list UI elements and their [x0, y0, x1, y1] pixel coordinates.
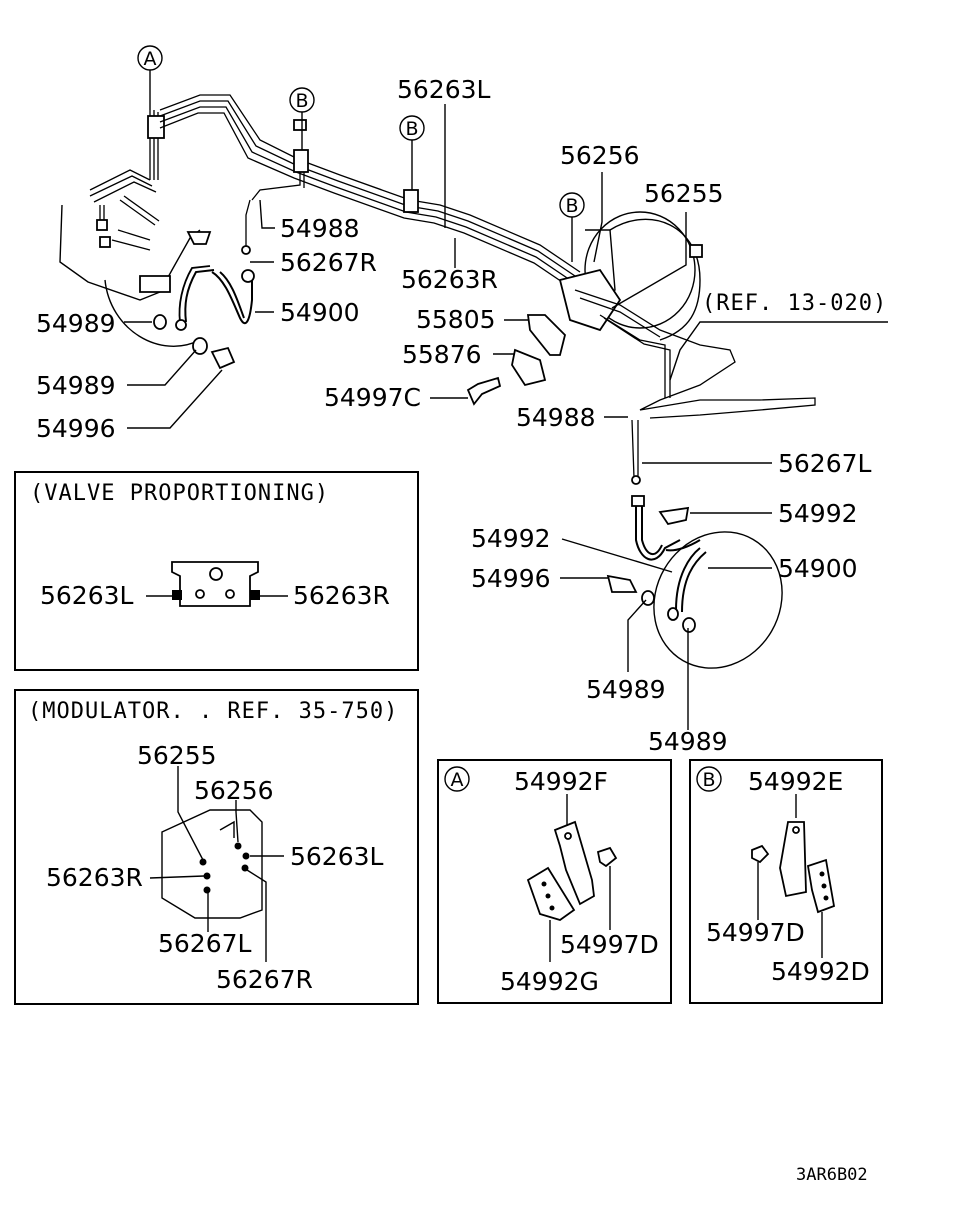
detail-box-a: A 54992F 54997D 54992G	[437, 759, 672, 1004]
mod-label-56255: 56255	[137, 741, 217, 770]
mod-label-56267R: 56267R	[216, 965, 313, 994]
callout-a-top: A	[137, 45, 163, 110]
label-54992-mid: 54992	[471, 524, 551, 553]
detail-box-b: B 54992E 54997D 54992D	[689, 759, 883, 1004]
valve-box-title: (VALVE PROPORTIONING)	[30, 481, 329, 506]
callout-b-text: B	[405, 118, 418, 140]
label-56267R: 56267R	[280, 248, 377, 277]
callout-b-text: B	[295, 90, 308, 112]
box-b-callout-text: B	[702, 769, 715, 791]
label-56256: 56256	[560, 141, 640, 170]
box-a-callout-text: A	[451, 769, 464, 791]
valve-proportioning-box: (VALVE PROPORTIONING) 56263L 56263R	[14, 471, 419, 671]
label-55805: 55805	[416, 305, 496, 334]
label-54992-right: 54992	[778, 499, 858, 528]
hose-right	[606, 419, 783, 669]
left-master-cylinder-area	[59, 110, 212, 347]
label-54989-a: 54989	[36, 309, 116, 338]
callout-b-2: B	[399, 115, 425, 190]
label-56263L-top: 56263L	[397, 75, 491, 104]
label-55876: 55876	[402, 340, 482, 369]
valve-label-56263L: 56263L	[40, 581, 134, 610]
leader-lines	[124, 104, 888, 730]
callout-b-1: B	[289, 87, 315, 150]
label-54988-left: 54988	[280, 214, 360, 243]
box-b-label-54992E: 54992E	[748, 767, 843, 796]
callout-b-3: B	[559, 192, 585, 262]
modulator-unit-drawing	[466, 211, 816, 419]
box-a-label-54992G: 54992G	[500, 967, 599, 996]
label-54996-left: 54996	[36, 414, 116, 443]
label-54989-b: 54989	[36, 371, 116, 400]
label-54989-d: 54989	[648, 727, 728, 756]
box-b-label-54997D: 54997D	[706, 918, 805, 947]
label-54989-c: 54989	[586, 675, 666, 704]
label-56255: 56255	[644, 179, 724, 208]
modulator-box-title: (MODULATOR. . REF. 35-750)	[28, 699, 398, 724]
mod-label-56256: 56256	[194, 776, 274, 805]
modulator-box: (MODULATOR. . REF. 35-750) 56255 56256 5…	[14, 689, 419, 1005]
drawing-code: 3AR6B02	[796, 1165, 868, 1185]
label-54900-right: 54900	[778, 554, 858, 583]
brake-pipes-upper	[159, 94, 581, 291]
label-54900-left: 54900	[280, 298, 360, 327]
main-part-labels: 56263L 56256 56255 54988 56267R 56263R 5…	[36, 75, 887, 756]
label-56267L: 56267L	[778, 449, 872, 478]
box-b-label-54992D: 54992D	[771, 957, 870, 986]
callout-b-text: B	[565, 195, 578, 217]
box-a-label-54992F: 54992F	[514, 767, 608, 796]
label-54997C: 54997C	[324, 383, 421, 412]
box-a-label-54997D: 54997D	[560, 930, 659, 959]
callout-a-text: A	[144, 48, 157, 70]
label-54996-right: 54996	[471, 564, 551, 593]
mod-label-56267L: 56267L	[158, 929, 252, 958]
label-54988-right: 54988	[516, 403, 596, 432]
mod-label-56263R: 56263R	[46, 863, 143, 892]
mod-label-56263L: 56263L	[290, 842, 384, 871]
label-56263R-mid: 56263R	[401, 265, 498, 294]
hose-left	[153, 265, 255, 370]
valve-label-56263R: 56263R	[293, 581, 390, 610]
label-ref-13-020: (REF. 13-020)	[702, 291, 887, 316]
